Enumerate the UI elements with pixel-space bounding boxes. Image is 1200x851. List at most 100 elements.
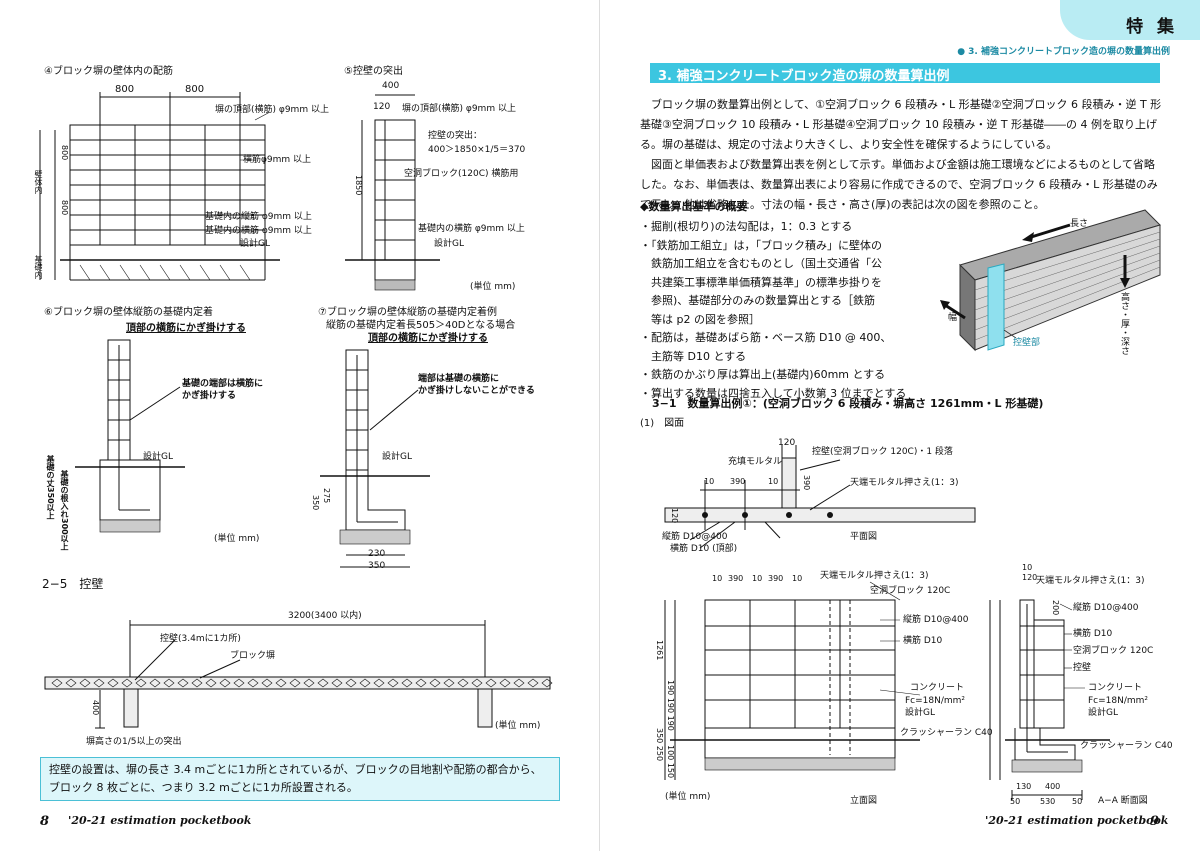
ev-cap-mortar: 天端モルタル押さえ(1：3) (820, 571, 929, 581)
fig4-label-top: 塀の頂部(横筋) φ9mm 以上 (215, 105, 329, 115)
overview-item: ・掘削(根切り)の法勾配は，1：0.3 とする (640, 220, 853, 233)
pv-cap-mortar: 天端モルタル押さえ(1：3) (850, 478, 959, 488)
fig4-side-wall: 壁体内 (34, 170, 43, 194)
sv-buttress: 控壁 (1073, 663, 1092, 673)
plan-note: 塀高さの1/5以上の突出 (86, 737, 182, 747)
plan-label-wall: ブロック塀 (230, 651, 276, 661)
fig4-dim-a: 800 (115, 84, 135, 95)
ev-fc: Fc=18N/mm² (905, 696, 966, 706)
fig7-title: ⑦ブロック塀の壁体縦筋の基礎内定着例 (318, 307, 497, 318)
pv-caption: 平面図 (850, 532, 878, 542)
feature-tab: 特 集 (1060, 0, 1200, 40)
fig7-d275: 275 (322, 488, 331, 504)
fig7-note1: 端部は基礎の横筋に (418, 374, 500, 384)
pv-vbar: 縦筋 D10@400 (662, 532, 728, 542)
overview-item: ・配筋は，基礎あばら筋・ベース筋 D10 @ 400、 (640, 331, 892, 344)
buttress-note-box: 控壁の設置は、塀の長さ 3.4 mごとに1カ所とされているが、ブロックの目地割や… (40, 757, 560, 801)
plan-dim: 3200(3400 以内) (288, 611, 362, 621)
ev-top-dim-3: 10 (752, 574, 763, 583)
page-number-left: 8 (40, 814, 50, 829)
plan-unit: (単位 mm) (495, 721, 541, 731)
fig6-unit: (単位 mm) (214, 534, 260, 544)
fig7-sub1: 縦筋の基礎内定着長505＞40Dとなる場合 (326, 320, 516, 331)
pv-mortar-fill: 充填モルタル (728, 457, 783, 467)
section-title: 3. 補強コンクリートブロック造の塀の数量算出例 (658, 69, 950, 84)
section-heading-2-5: 2−5 控壁 (42, 577, 104, 591)
sv-d120: 120 (1022, 573, 1038, 582)
ev-unit: (単位 mm) (665, 792, 711, 802)
fig5-proj2: 400＞1850×1/5＝370 (428, 145, 526, 155)
plan-label-buttress: 控壁(3.4mに1カ所) (160, 634, 241, 644)
fig7-d350b: 350 (368, 561, 386, 571)
fig5-h1850: 1850 (354, 175, 363, 196)
fig5-hbar-base: 基礎内の横筋 φ9mm 以上 (418, 224, 525, 234)
ev-concrete: コンクリート (910, 683, 965, 693)
pv-d390v: 390 (802, 475, 811, 491)
fig6-title: ⑥ブロック塀の壁体縦筋の基礎内定着 (44, 307, 213, 318)
fig4-dim-b: 800 (185, 84, 205, 95)
ev-block: 空洞ブロック 120C (870, 586, 951, 596)
fig4-title: ④ブロック塀の壁体内の配筋 (44, 66, 173, 77)
fig5-block: 空洞ブロック(120C) 横筋用 (404, 169, 519, 179)
example-title: 3−1 数量算出例①：(空洞ブロック 6 段積み・塀高さ 1261mm・L 形基… (652, 397, 1044, 410)
feature-tab-title: 特 集 (1126, 17, 1178, 37)
pv-hbar: 横筋 D10 (頂部) (670, 544, 738, 554)
sv-d50b: 50 (1072, 797, 1083, 806)
overview-item: 共建築工事標準単価積算基準」の標準歩掛りを (640, 275, 882, 289)
fig7-sub2: 頂部の横筋にかぎ掛けする (368, 333, 488, 344)
fig6-sub: 頂部の横筋にかぎ掛けする (126, 323, 246, 334)
fig5-unit: (単位 mm) (470, 282, 516, 292)
fig5-dim-400: 400 (382, 81, 400, 91)
ev-hbar: 横筋 D10 (903, 636, 943, 646)
sv-concrete: コンクリート (1088, 683, 1143, 693)
fig7-d350: 350 (311, 495, 320, 511)
sv-crusher: クラッシャーラン C40 (1080, 741, 1173, 751)
plan-d400: 400 (91, 700, 100, 716)
fig4-v800b: 800 (60, 200, 69, 216)
breadcrumb: ● 3. 補強コンクリートブロック造の塀の数量算出例 (957, 47, 1170, 57)
sv-d530: 530 (1040, 797, 1056, 806)
ev-top-dim-1: 10 (712, 574, 723, 583)
pv-d120: 120 (778, 438, 796, 448)
fig5-dim-120: 120 (373, 102, 391, 112)
intro-paragraph-2: 図面と単価表および数量算出表を例として示す。単価および金額は施工環境などによるも… (640, 158, 1158, 211)
fig6-gl: 設計GL (143, 452, 173, 462)
iso-label-height: 高さ・厚・深さ (1119, 292, 1129, 355)
overview-item: ・「鉄筋加工組立」は，「ブロック積み」に壁体の (640, 238, 882, 252)
overview-list: ・掘削(根切り)の法勾配は，1：0.3 とする ・「鉄筋加工組立」は，「ブロック… (640, 218, 940, 403)
fig5-proj1: 控壁の突出： (428, 131, 483, 141)
overview-item: 参照)、基礎部分のみの数量算出とする［鉄筋 (640, 294, 875, 307)
sv-cap-mortar: 天端モルタル押さえ(1：3) (1036, 576, 1145, 586)
overview-item: 等は p2 の図を参照］ (640, 312, 760, 326)
section-title-bar: 3. 補強コンクリートブロック造の塀の数量算出例 (650, 63, 1160, 84)
iso-label-length: 長さ (1070, 219, 1089, 229)
fig6-note2: かぎ掛けする (182, 391, 237, 401)
sv-vbar: 縦筋 D10@400 (1073, 603, 1139, 613)
sv-caption: A−A 断面図 (1098, 796, 1148, 806)
buttress-note-text: 控壁の設置は、塀の長さ 3.4 mごとに1カ所とされているが、ブロックの目地割や… (49, 763, 542, 794)
overview-item: 主筋等 D10 とする (640, 349, 747, 363)
intro-paragraph-1: ブロック塀の数量算出例として、①空洞ブロック 6 段積み・L 形基礎②空洞ブロッ… (640, 98, 1162, 151)
ev-caption: 立面図 (850, 796, 878, 806)
fig4-gl: 設計GL (240, 239, 270, 249)
sv-gl: 設計GL (1088, 708, 1118, 718)
overview-item: 鉄筋加工組立を含むものとし（国土交通省「公 (640, 257, 882, 270)
fig5-title: ⑤控壁の突出 (344, 66, 403, 77)
iso-label-width: 幅 (948, 313, 958, 323)
fig5-label-top: 塀の頂部(横筋) φ9mm 以上 (402, 104, 516, 114)
ev-crusher: クラッシャーラン C40 (900, 728, 993, 738)
fig4-label-vbar-base: 基礎内の縦筋 φ9mm 以上 (205, 212, 312, 222)
page-number-right: 9 (1150, 814, 1160, 829)
overview-title: ◆数量算出基準の概要 (640, 200, 748, 213)
footer-right: '20-21 estimation pocketbook (985, 814, 1169, 827)
fig4-side-base: 基礎内 (34, 255, 43, 279)
ev-vbar: 縦筋 D10@400 (903, 615, 969, 625)
fig7-d230: 230 (368, 549, 386, 559)
fig7-gl: 設計GL (382, 452, 412, 462)
sv-block: 空洞ブロック 120C (1073, 646, 1154, 656)
overview-item: ・鉄筋のかぶり厚は算出上(基礎内)60mm とする (640, 368, 886, 381)
ev-gl: 設計GL (905, 708, 935, 718)
overview-item: ・算出する数量は四捨五入して小数第 3 位までとする (640, 386, 907, 400)
footer-left: '20-21 estimation pocketbook (68, 814, 252, 827)
pv-d10a: 10 (704, 477, 715, 486)
